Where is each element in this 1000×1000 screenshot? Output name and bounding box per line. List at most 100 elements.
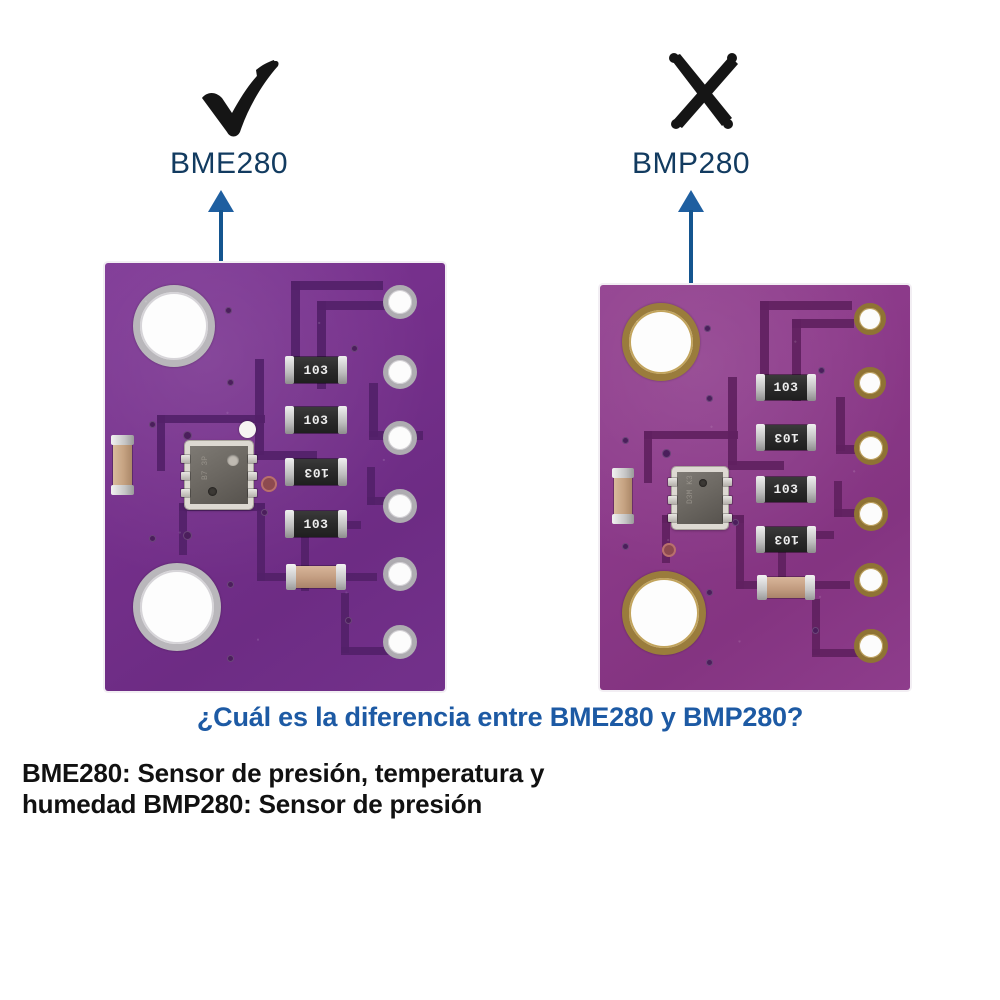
trace <box>157 415 165 471</box>
trace <box>367 467 375 505</box>
via <box>345 617 352 624</box>
capacitor-vertical <box>612 468 634 524</box>
mounting-hole <box>622 571 706 655</box>
label-bme280: BME280 <box>170 147 289 180</box>
sensor-lead <box>248 455 257 463</box>
smd-resistor: 103 <box>756 374 816 401</box>
smd-terminal <box>338 406 347 434</box>
cap-terminal <box>612 468 634 478</box>
smd-terminal <box>756 424 765 451</box>
trace <box>662 515 670 563</box>
smd-terminal <box>338 458 347 486</box>
cap-terminal <box>805 575 815 600</box>
trace <box>341 593 349 653</box>
via <box>183 431 192 440</box>
sensor-lead <box>668 478 677 486</box>
pin-pad <box>854 497 888 531</box>
sensor-lead <box>668 514 677 522</box>
smd-terminal <box>285 406 294 434</box>
trace <box>644 431 738 439</box>
solder-blob <box>239 421 256 438</box>
cross-mark-icon <box>660 52 740 132</box>
sensor-chip-bme280: B7 3P <box>181 441 257 509</box>
smd-resistor: 103 <box>756 476 816 503</box>
sensor-vent-hole <box>699 479 707 487</box>
smd-terminal <box>338 356 347 384</box>
via-copper <box>662 543 676 557</box>
pin-pad <box>854 367 886 399</box>
pin-pad <box>854 629 888 663</box>
smd-code: 103 <box>303 362 329 378</box>
trace <box>792 319 854 328</box>
via <box>227 655 234 662</box>
via <box>732 519 739 526</box>
mounting-hole <box>133 563 221 651</box>
mounting-hole <box>622 303 700 381</box>
trace <box>317 301 326 389</box>
sensor-lead <box>668 496 677 504</box>
trace <box>291 281 300 381</box>
smd-terminal <box>807 476 816 503</box>
smd-code: 103 <box>303 464 329 480</box>
cap-terminal <box>286 564 296 590</box>
trace <box>834 481 842 517</box>
smd-terminal <box>285 458 294 486</box>
sensor-lead <box>248 472 257 480</box>
trace <box>836 397 845 451</box>
smd-code: 103 <box>773 532 799 547</box>
sensor-lead <box>181 472 190 480</box>
trace <box>291 281 383 290</box>
pcb-board-bme280: B7 3P 103 103 103 103 <box>105 263 445 691</box>
smd-resistor: 103 <box>756 424 816 451</box>
via <box>818 367 825 374</box>
smd-code: 103 <box>773 430 799 445</box>
mounting-hole <box>133 285 215 367</box>
smd-resistor: 103 <box>756 526 816 553</box>
trace <box>317 301 389 310</box>
trace <box>644 431 652 483</box>
smd-capacitor <box>757 575 815 600</box>
check-mark-icon <box>196 58 286 138</box>
sensor-lead <box>723 514 732 522</box>
trace <box>792 319 801 401</box>
sensor-port <box>227 454 239 466</box>
label-bmp280: BMP280 <box>632 147 751 180</box>
via <box>622 543 629 550</box>
smd-terminal <box>756 476 765 503</box>
description-text: BME280: Sensor de presión, temperatura y… <box>22 758 962 820</box>
via <box>261 509 268 516</box>
pin-pad <box>383 421 417 455</box>
smd-code: 103 <box>303 516 329 532</box>
cap-terminal <box>111 435 134 445</box>
pcb-board-bmp280: D3M K3 103 103 103 103 <box>600 285 910 690</box>
cap-terminal <box>757 575 767 600</box>
pin-pad <box>854 563 888 597</box>
trace <box>255 451 317 460</box>
sensor-lead <box>248 489 257 497</box>
arrow-head <box>208 190 234 212</box>
sensor-lead <box>181 455 190 463</box>
headline-question: ¿Cuál es la diferencia entre BME280 y BM… <box>196 702 804 732</box>
via <box>662 449 671 458</box>
pin-pad <box>383 489 417 523</box>
arrow-head <box>678 190 704 212</box>
pin-pad <box>383 285 417 319</box>
trace <box>157 415 265 423</box>
sensor-lead <box>723 478 732 486</box>
via <box>622 437 629 444</box>
sensor-marking: D3M K3 <box>686 475 695 504</box>
via <box>706 659 713 666</box>
via-copper <box>261 476 277 492</box>
smd-resistor: 103 <box>285 458 347 486</box>
pin-pad <box>854 303 886 335</box>
trace <box>369 383 378 437</box>
cap-terminal <box>336 564 346 590</box>
trace <box>728 461 784 470</box>
trace <box>736 515 744 589</box>
sensor-lead <box>181 489 190 497</box>
trace <box>179 503 187 555</box>
smd-code: 103 <box>773 380 799 395</box>
trace <box>778 531 786 597</box>
description-line-2: humedad BMP280: Sensor de presión <box>22 789 483 819</box>
